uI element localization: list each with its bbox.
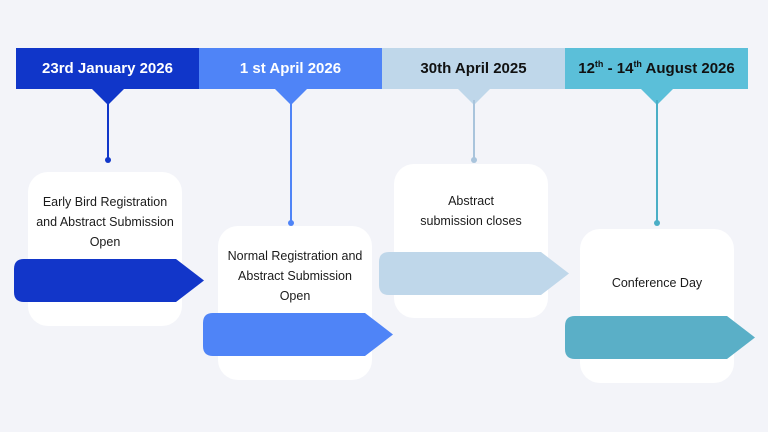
- date-label-4: 12th - 14th August 2026: [565, 48, 748, 105]
- milestone-text-2: Normal Registration and Abstract Submiss…: [227, 249, 363, 303]
- milestone-arrow-3: [379, 252, 569, 295]
- connector-line-4: [656, 100, 658, 222]
- connector-line-2: [290, 100, 292, 222]
- timeline-date-bar: 23rd January 2026 1 st April 2026 30th A…: [16, 48, 748, 105]
- date-label-2: 1 st April 2026: [199, 48, 382, 105]
- milestone-arrow-2: [203, 313, 393, 356]
- milestone-text-4: Conference Day: [611, 276, 703, 290]
- connector-dot-2: [288, 220, 294, 226]
- connector-line-3: [473, 100, 475, 160]
- date-text-1: 23rd January 2026: [42, 60, 173, 77]
- milestone-text-3: Abstract submission closes: [420, 194, 522, 228]
- milestone-card-1: Early Bird Registration and Abstract Sub…: [28, 172, 182, 326]
- connector-dot-3: [471, 157, 477, 163]
- milestone-arrow-1: [14, 259, 204, 302]
- date-pointer-2: [273, 88, 308, 105]
- date-text-2: 1 st April 2026: [239, 60, 342, 77]
- milestone-arrow-4: [565, 316, 755, 359]
- date-label-3: 30th April 2025: [382, 48, 565, 105]
- milestone-text-1: Early Bird Registration and Abstract Sub…: [36, 195, 174, 249]
- connector-dot-4: [654, 220, 660, 226]
- connector-dot-1: [105, 157, 111, 163]
- milestone-card-4: Conference Day: [580, 229, 734, 383]
- date-text-3: 30th April 2025: [420, 60, 527, 77]
- connector-line-1: [107, 100, 109, 160]
- date-pointer-1: [90, 88, 125, 105]
- date-text-4: 12th - 14th August 2026: [578, 59, 735, 78]
- milestone-card-2: Normal Registration and Abstract Submiss…: [218, 226, 372, 380]
- date-label-1: 23rd January 2026: [16, 48, 199, 105]
- date-pointer-3: [456, 88, 491, 105]
- date-pointer-4: [639, 88, 674, 105]
